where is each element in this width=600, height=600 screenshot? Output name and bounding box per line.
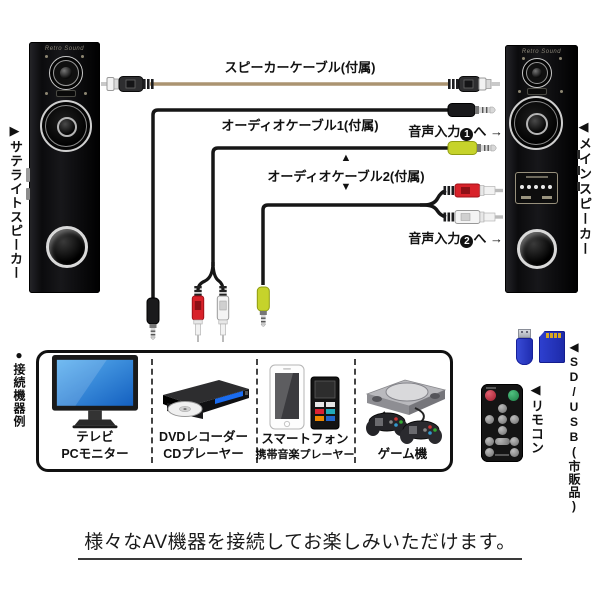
audio-cable-2-lower [256, 183, 503, 327]
device-name: CDプレーヤー [163, 447, 244, 462]
screw-icon [560, 90, 563, 93]
remote-power-button [485, 390, 496, 401]
speaker-side-button [577, 150, 580, 159]
right-arrow-icon: → [490, 231, 503, 246]
sd-usb-label: ◀SD/USB(市販品) [567, 340, 581, 514]
screw-icon [518, 90, 521, 93]
connected-devices-side-label: ●接続機器例 [12, 348, 26, 428]
dvd-player-icon [162, 380, 249, 420]
speaker-side-jack [26, 168, 30, 182]
divider [354, 359, 356, 463]
screw-icon [522, 57, 525, 60]
left-arrow-icon: ◀ [529, 383, 544, 399]
speaker-display [56, 90, 76, 97]
down-arrow-icon: ▼ [340, 181, 352, 193]
footer-caption: 様々なAV機器を接続してお楽しみいただけます。 [0, 527, 600, 560]
screw-icon [45, 55, 48, 58]
connected-devices-box: テレビ PCモニター DVDレコーダー CDプレーヤー [36, 350, 453, 472]
screw-icon [559, 57, 562, 60]
bass-port-icon [46, 226, 88, 268]
bullet-icon: ● [12, 348, 26, 363]
speaker-side-button [577, 182, 580, 191]
device-name: スマートフォン [261, 432, 349, 447]
device-name: PCモニター [61, 447, 129, 462]
remote-control-icon [481, 384, 523, 462]
device-name: ゲーム機 [377, 447, 428, 462]
speaker-display [527, 88, 547, 95]
audio-cable-2-label: オーディオケーブル2(付属) [267, 169, 425, 184]
device-tv: テレビ PCモニター [39, 353, 151, 469]
main-speaker-label: ◀メインスピーカー [577, 120, 592, 257]
audio-cable-1-label: オーディオケーブル1(付属) [221, 118, 379, 133]
device-dvd: DVDレコーダー CDプレーヤー [151, 353, 256, 469]
speaker-side-button [577, 166, 580, 175]
speaker-cable-label: スピーカーケーブル(付属) [224, 60, 376, 75]
speaker-brand-logo: Retro Sound [44, 46, 85, 52]
satellite-speaker-image: Retro Sound [29, 42, 100, 293]
audio-cable-1 [146, 103, 496, 340]
left-arrow-icon: ◀ [567, 340, 581, 355]
woofer-icon [40, 100, 92, 152]
speaker-cable [101, 76, 500, 92]
control-panel [515, 172, 558, 204]
up-arrow-icon: ▲ [340, 152, 352, 164]
circled-2-icon: 2 [460, 235, 474, 248]
device-game: ゲーム機 [354, 353, 451, 469]
right-arrow-icon: → [490, 124, 503, 139]
screw-icon [81, 55, 84, 58]
speaker-side-jack [26, 188, 30, 200]
remote-source-button [508, 390, 519, 401]
circled-1-icon: 1 [460, 128, 474, 141]
speaker-brand-logo: Retro Sound [521, 49, 562, 55]
divider [256, 359, 258, 463]
tweeter-icon [522, 58, 552, 88]
game-console-icon [365, 379, 446, 445]
audio-cable-2-upper [191, 141, 497, 342]
device-name: テレビ [76, 430, 114, 445]
left-arrow-icon: ◀ [577, 120, 592, 137]
remote-label: ◀リモコン [529, 383, 544, 455]
tweeter-icon [49, 56, 83, 90]
woofer-icon [509, 96, 563, 150]
tv-icon [51, 354, 139, 429]
main-speaker-image: Retro Sound [505, 45, 578, 293]
screw-icon [84, 92, 87, 95]
device-name: 携帯音楽プレーヤー [255, 449, 355, 462]
satellite-speaker-label: ▶サテライトスピーカー [8, 124, 23, 280]
screw-icon [45, 92, 48, 95]
smartphone-icon [269, 364, 340, 430]
bass-port-icon [517, 229, 557, 269]
left-arrow-icon: ▶ [8, 124, 23, 140]
divider [151, 359, 153, 463]
device-name: DVDレコーダー [159, 430, 248, 445]
device-smartphone: スマートフォン 携帯音楽プレーヤー [255, 353, 355, 469]
